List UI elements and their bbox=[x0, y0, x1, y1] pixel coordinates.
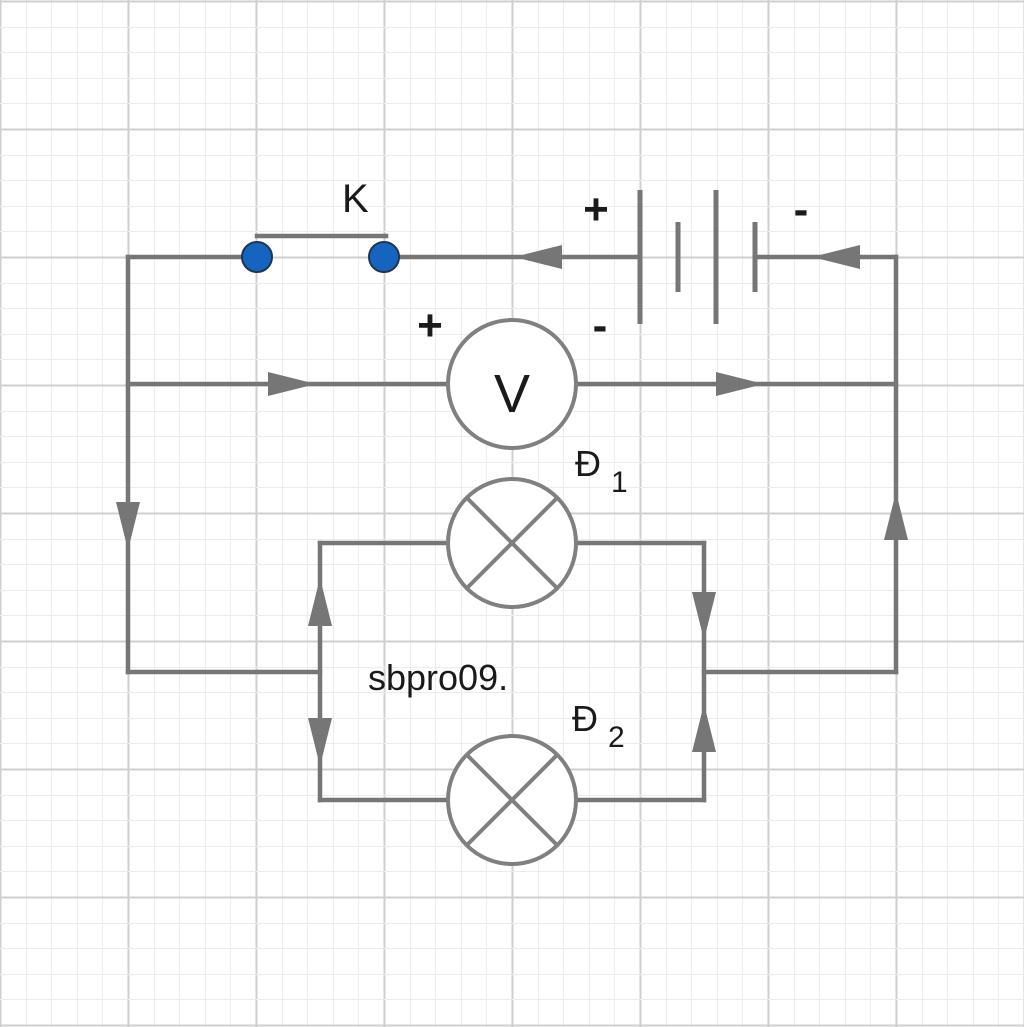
arrow-down-icon bbox=[308, 718, 332, 766]
battery bbox=[637, 190, 758, 324]
voltmeter-symbol: V bbox=[494, 364, 530, 424]
lamp-2-label: Đ 2 bbox=[572, 698, 625, 754]
arrow-down-icon bbox=[692, 592, 716, 640]
voltmeter-plus-label: + bbox=[417, 301, 443, 350]
arrow-right-icon bbox=[716, 372, 764, 396]
battery-minus-label: - bbox=[794, 185, 809, 234]
lamp-2-cross bbox=[465, 753, 559, 847]
arrow-left-icon bbox=[514, 245, 562, 269]
switch-terminal-right bbox=[368, 241, 400, 273]
lamp-1-letter: Đ bbox=[575, 443, 601, 484]
battery-plus-label: + bbox=[583, 185, 609, 234]
arrow-up-icon bbox=[692, 704, 716, 752]
voltmeter: V bbox=[446, 318, 578, 450]
arrow-up-icon bbox=[308, 578, 332, 626]
arrow-down-icon bbox=[116, 502, 140, 550]
lamp-1-label: Đ 1 bbox=[575, 443, 628, 499]
voltmeter-circle bbox=[446, 318, 578, 450]
watermark-text: sbpro09. bbox=[368, 657, 508, 698]
lamp-2-index: 2 bbox=[608, 721, 625, 754]
voltmeter-minus-label: - bbox=[593, 301, 608, 350]
arrow-up-icon bbox=[884, 492, 908, 540]
arrow-right-icon bbox=[268, 372, 316, 396]
lamp-2 bbox=[446, 734, 578, 866]
arrow-left-icon bbox=[812, 245, 860, 269]
current-arrows bbox=[116, 245, 908, 766]
lamp-2-letter: Đ bbox=[572, 698, 598, 739]
switch-label: K bbox=[342, 177, 369, 221]
lamp-1-cross bbox=[465, 496, 559, 590]
lamp-1 bbox=[446, 477, 578, 609]
switch-terminal-left bbox=[241, 241, 273, 273]
lamp-1-index: 1 bbox=[611, 466, 628, 499]
